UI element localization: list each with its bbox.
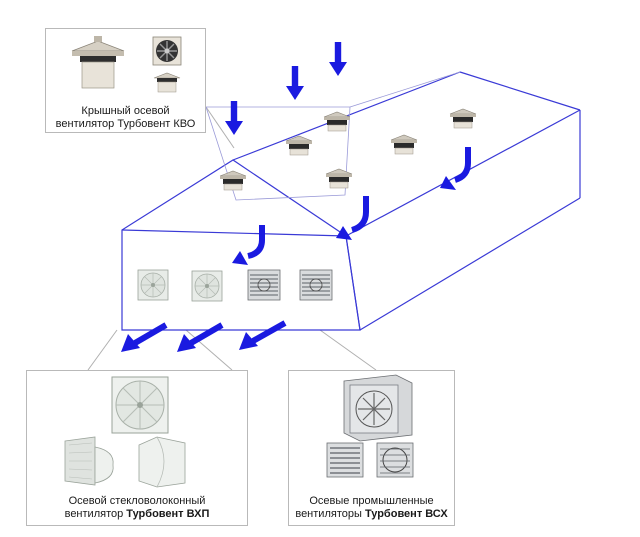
fiberglass-fan-caption-model: Турбовент ВХП [126, 508, 210, 520]
roof-fan-caption-line2: вентилятор Турбовент КВО [55, 118, 196, 130]
roof-opening [205, 71, 461, 201]
arrow-down-icon [225, 101, 243, 135]
roof-fan-icon [449, 108, 477, 129]
roof-fan-card: Крышный осевой вентилятор Турбовент КВО [45, 28, 206, 133]
roof-fan-icon [285, 135, 313, 156]
roof-fan-caption-line1: Крышный осевой [81, 105, 170, 117]
arrow-outflow-icon [177, 322, 224, 352]
industrial-fan-caption-prefix: вентиляторы [295, 508, 365, 520]
fiberglass-fan-caption-line1: Осевой стекловолоконный [68, 495, 206, 507]
leader-lines [87, 106, 377, 371]
industrial-fan-card: Осевые промышленные вентиляторы Турбовен… [288, 370, 455, 526]
roof-fan-icon [323, 111, 351, 132]
industrial-fan-caption-line1: Осевые промышленные [309, 495, 434, 507]
airflow-arrows [121, 42, 471, 352]
arrow-down-icon [286, 66, 304, 100]
arrow-outflow-icon [239, 320, 287, 350]
industrial-fan-product-image [326, 374, 414, 478]
arrow-curved-icon [247, 225, 265, 259]
arrow-down-icon [329, 42, 347, 76]
roof-fan-icon [390, 134, 418, 155]
arrow-curved-icon [351, 196, 369, 233]
industrial-fan-caption-line2: вентиляторы Турбовент ВСХ [289, 508, 454, 521]
industrial-fan-icon [247, 269, 281, 301]
fiberglass-fan-icon [137, 269, 169, 301]
roof-fan-product-image [71, 36, 182, 93]
industrial-fan-caption-model: Турбовент ВСХ [364, 508, 448, 520]
fiberglass-fan-caption-prefix: вентилятор [64, 508, 127, 520]
arrow-curved-icon [453, 147, 471, 183]
fiberglass-fan-card: Осевой стекловолоконный вентилятор Турбо… [26, 370, 248, 526]
fiberglass-fan-caption-line2: вентилятор Турбовент ВХП [27, 508, 247, 521]
arrow-outflow-icon [121, 322, 168, 352]
roof-fan-icon [325, 168, 353, 189]
industrial-fan-icon [299, 269, 333, 301]
fiberglass-fan-icon [191, 270, 223, 302]
fiberglass-fan-product-image [64, 376, 186, 488]
